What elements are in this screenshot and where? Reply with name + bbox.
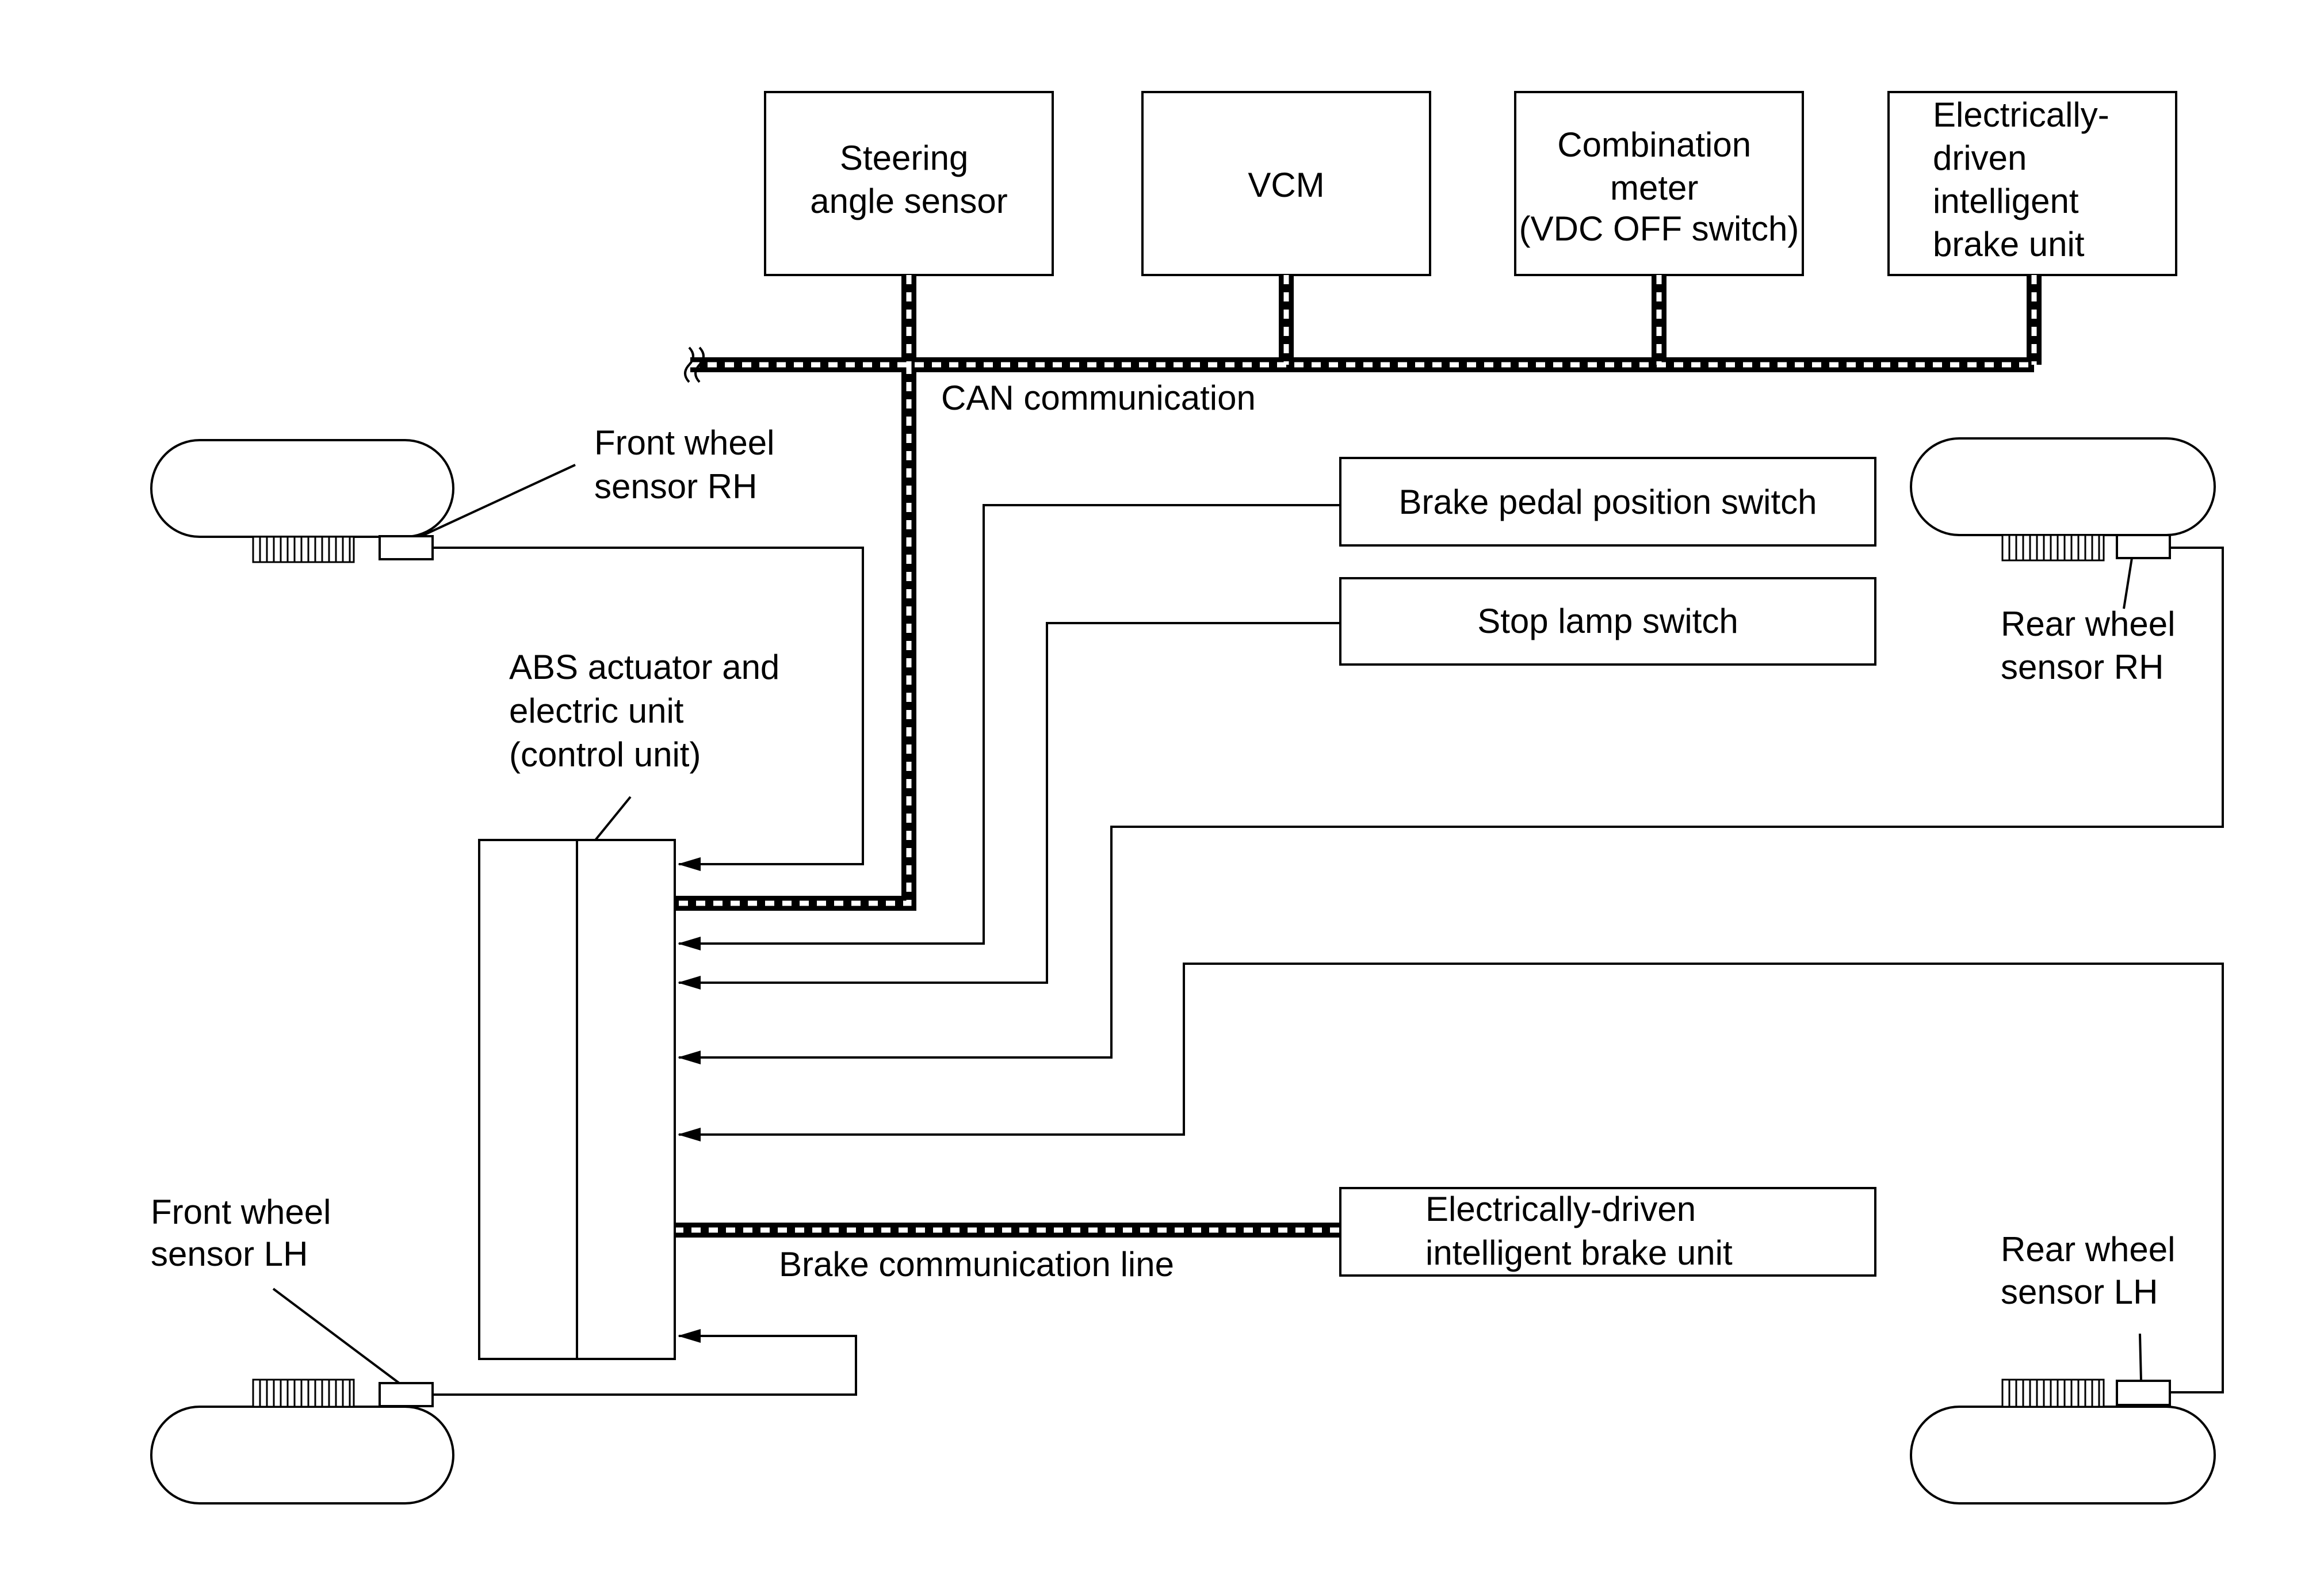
arrow-icon bbox=[678, 857, 701, 871]
combination-meter-label: Combination meter (VDC OFF switch) bbox=[1519, 125, 1799, 248]
rear-wheel-rh bbox=[1910, 437, 2216, 609]
brake-unit-bottom-label: Electrically-driven intelligent brake un… bbox=[1425, 1190, 1733, 1272]
arrow-icon bbox=[678, 937, 701, 950]
front-wheel-sensor-rh-label: Front wheel sensor RH bbox=[594, 423, 784, 506]
arrow-icon bbox=[678, 1128, 701, 1141]
tire-icon bbox=[1910, 1406, 2216, 1505]
tire-icon bbox=[150, 439, 454, 538]
brake-unit-top-box: Electrically- driven intelligent brake u… bbox=[1887, 91, 2177, 276]
arrow-icon bbox=[678, 1051, 701, 1064]
abs-actuator-unit bbox=[478, 796, 676, 1360]
tone-ring-icon bbox=[252, 1379, 355, 1408]
tire-icon bbox=[150, 1406, 454, 1505]
front-wheel-rh bbox=[150, 439, 576, 563]
can-communication-label: CAN communication bbox=[941, 379, 1256, 417]
arrow-icon bbox=[678, 976, 701, 990]
brake-pedal-position-switch-box: Brake pedal position switch bbox=[1339, 457, 1876, 547]
rear-wheel-lh bbox=[1910, 1333, 2216, 1505]
rear-wheel-sensor-lh-label: Rear wheel sensor LH bbox=[2001, 1230, 2185, 1311]
wavy-break-icon bbox=[684, 346, 705, 383]
wheel-sensor-icon bbox=[379, 535, 434, 560]
brake-unit-top-label: Electrically- driven intelligent brake u… bbox=[1933, 96, 2119, 264]
brake-unit-bottom-box: Electrically-driven intelligent brake un… bbox=[1339, 1187, 1876, 1277]
stop-lamp-switch-box: Stop lamp switch bbox=[1339, 577, 1876, 666]
vcm-box: VCM bbox=[1141, 91, 1431, 276]
vcm-label: VCM bbox=[1248, 166, 1324, 204]
abs-unit-label: ABS actuator and electric unit (control … bbox=[509, 648, 789, 774]
brake-pedal-position-switch-label: Brake pedal position switch bbox=[1398, 483, 1817, 521]
tone-ring-icon bbox=[2001, 1379, 2105, 1408]
tone-ring-icon bbox=[2001, 534, 2105, 562]
wheel-sensor-icon bbox=[2116, 534, 2171, 559]
steering-angle-sensor-box: Steering angle sensor bbox=[764, 91, 1054, 276]
can-bus bbox=[674, 275, 2042, 911]
front-wheel-sensor-lh-label: Front wheel sensor LH bbox=[151, 1193, 341, 1273]
arrow-icon bbox=[678, 1329, 701, 1343]
tire-icon bbox=[1910, 437, 2216, 536]
arrowheads bbox=[678, 857, 701, 1343]
wheel-sensor-icon bbox=[2116, 1380, 2171, 1406]
front-wheel-lh bbox=[150, 1288, 454, 1505]
signal-wires bbox=[433, 504, 2224, 1396]
wheel-sensor-icon bbox=[379, 1382, 434, 1407]
brake-communication-line-label: Brake communication line bbox=[779, 1245, 1174, 1284]
stop-lamp-switch-label: Stop lamp switch bbox=[1477, 602, 1738, 640]
combination-meter-box: Combination meter (VDC OFF switch) bbox=[1514, 91, 1804, 276]
steering-angle-sensor-label: Steering angle sensor bbox=[810, 139, 1008, 220]
tone-ring-icon bbox=[252, 536, 355, 563]
rear-wheel-sensor-rh-label: Rear wheel sensor RH bbox=[2001, 605, 2185, 686]
